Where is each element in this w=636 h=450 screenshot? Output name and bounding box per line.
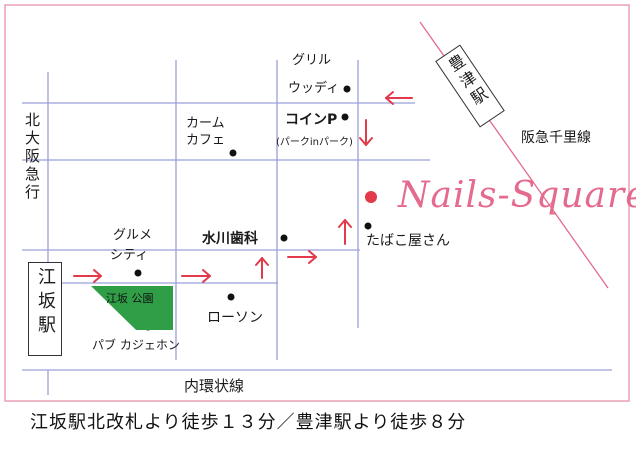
arrow-icon <box>287 250 317 264</box>
road-network <box>22 60 612 395</box>
arrow-icon <box>385 91 413 105</box>
dot-icon <box>364 222 372 230</box>
arrow-icon <box>359 119 373 146</box>
arrow-icon <box>181 269 211 283</box>
dot-icon <box>341 113 349 121</box>
hankyu-line-label: 阪急千里線 <box>521 130 591 146</box>
arrow-icon <box>338 219 352 245</box>
tabako-shop-label: たばこ屋さん <box>366 233 450 249</box>
map-frame <box>4 4 630 402</box>
dot-icon <box>134 269 142 277</box>
grill-label-2: ウッディ <box>288 81 340 96</box>
walking-directions-text: 江坂駅北改札より徒歩１３分／豊津駅より徒歩８分 <box>30 412 467 433</box>
esaka-station-label: 江坂駅 <box>35 267 56 339</box>
mizukawa-dental-label: 水川歯科 <box>202 231 258 247</box>
naikan-road-label: 内環状線 <box>184 377 245 395</box>
lawson-label: ローソン <box>207 310 263 326</box>
kitaosaka-line-label: 北大阪急行 <box>23 112 41 202</box>
gourmet-label-1: グルメ <box>113 228 153 243</box>
coin-parking-label-2: (パークinパーク) <box>276 137 353 148</box>
nails-square-logo: Nails-Square <box>398 175 636 216</box>
pub-label: パブ カジェホン <box>92 338 180 352</box>
dot-icon <box>343 85 351 93</box>
route-arrows <box>73 91 413 283</box>
esaka-station-box: 江坂駅 <box>28 262 62 356</box>
gourmet-label-2: シティ <box>110 248 149 263</box>
dot-icon <box>280 234 288 242</box>
dot-icon <box>229 149 237 157</box>
red-dot-icon <box>365 191 377 203</box>
coin-parking-label-1: コインP <box>285 112 338 128</box>
calm-label-1: カーム <box>186 116 225 131</box>
grill-label-1: グリル <box>292 53 332 68</box>
arrow-icon <box>73 269 102 283</box>
arrow-icon <box>255 257 269 279</box>
park-label: 江坂 公園 <box>106 292 154 305</box>
dot-icon <box>227 293 235 301</box>
calm-label-2: カフェ <box>186 133 226 148</box>
